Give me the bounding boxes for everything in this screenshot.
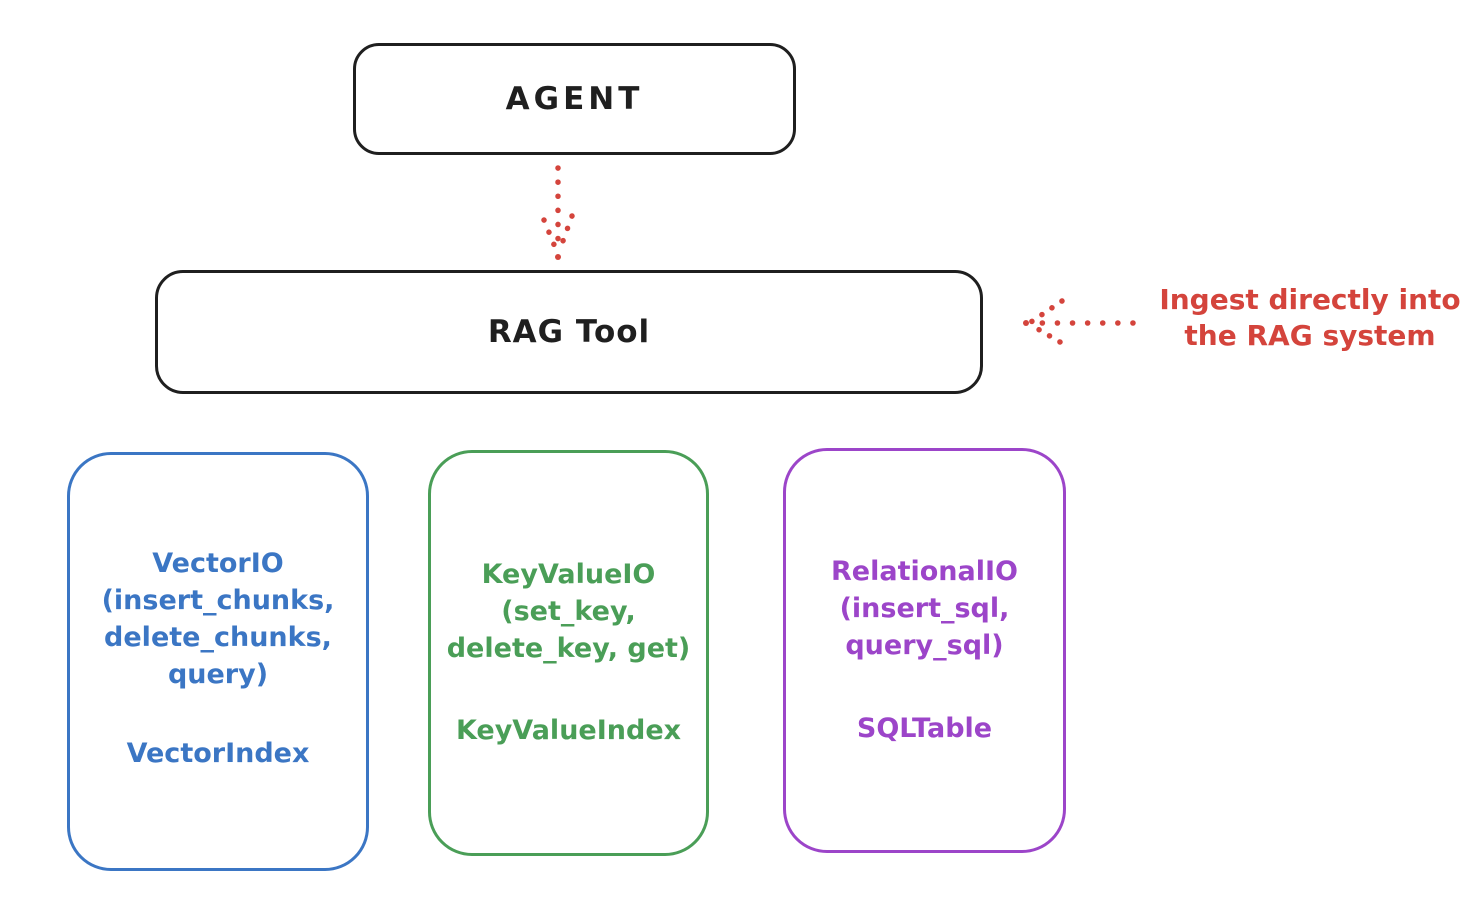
node-keyvalue-io: KeyValueIO (set_key, delete_key, get) Ke…: [428, 450, 709, 856]
node-relational-io-line: (insert_sql,: [839, 593, 1010, 624]
annotation-line-2: the RAG system: [1184, 319, 1436, 352]
node-agent-label: AGENT: [505, 81, 644, 117]
node-vector-index-label: VectorIndex: [126, 738, 310, 769]
annotation-to-rag-dotted-arrow-icon: [1023, 298, 1136, 345]
node-rag-tool: RAG Tool: [155, 270, 983, 394]
node-vector-io: VectorIO (insert_chunks, delete_chunks, …: [67, 452, 369, 871]
node-relational-io-line: RelationalIO: [831, 556, 1018, 587]
node-rag-tool-label: RAG Tool: [487, 314, 651, 350]
node-sqltable-label: SQLTable: [856, 713, 993, 744]
node-vector-io-line: (insert_chunks,: [101, 585, 335, 616]
node-vector-io-line: delete_chunks,: [104, 622, 332, 653]
node-keyvalue-io-line: (set_key,: [501, 596, 636, 627]
node-vector-io-line: query): [167, 659, 269, 690]
node-relational-io: RelationalIO (insert_sql, query_sql) SQL…: [783, 448, 1066, 853]
node-keyvalue-io-line: delete_key, get): [446, 633, 691, 664]
annotation-ingest-note: Ingest directly into the RAG system: [1140, 282, 1480, 354]
agent-to-rag-dotted-arrow-icon: [541, 165, 575, 260]
node-keyvalue-io-line: KeyValueIO: [481, 559, 656, 590]
node-vector-io-line: VectorIO: [152, 548, 284, 579]
node-relational-io-lines: RelationalIO (insert_sql, query_sql): [831, 553, 1018, 664]
annotation-line-1: Ingest directly into: [1159, 283, 1461, 316]
node-keyvalue-io-lines: KeyValueIO (set_key, delete_key, get): [447, 556, 691, 667]
node-relational-io-line: query_sql): [845, 630, 1004, 661]
node-agent: AGENT: [353, 43, 796, 155]
node-vector-io-lines: VectorIO (insert_chunks, delete_chunks, …: [102, 545, 335, 693]
node-keyvalue-index-label: KeyValueIndex: [455, 715, 682, 746]
